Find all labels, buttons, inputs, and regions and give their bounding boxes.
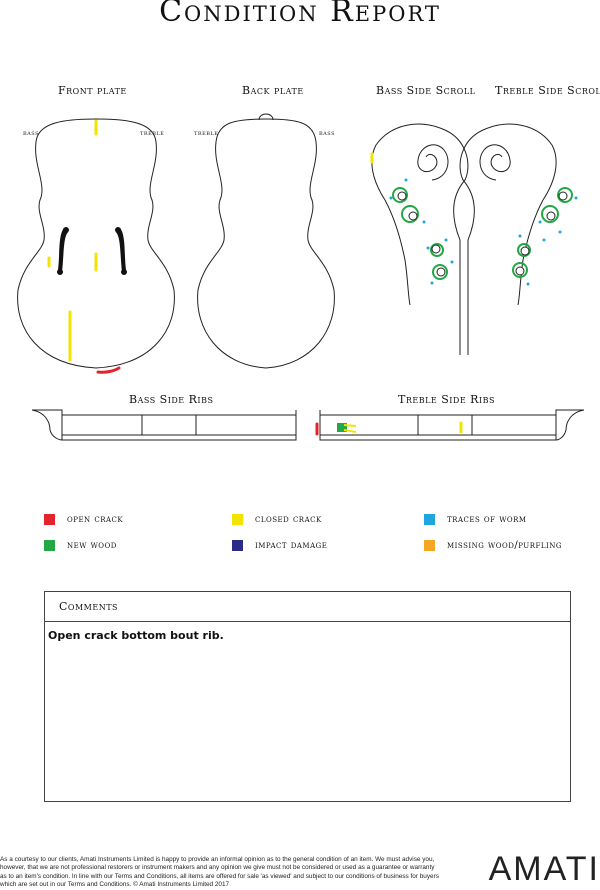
comments-heading: Comments (45, 592, 570, 622)
legend-new-wood: new wood (44, 540, 117, 551)
new-wood-mark (337, 423, 347, 432)
worm-trace-mark (526, 282, 530, 286)
new-wood-mark (557, 187, 573, 203)
f-hole-right-dot-bottom (121, 269, 127, 275)
worm-trace-mark (422, 220, 426, 224)
comments-box: Comments Open crack bottom bout rib. (44, 591, 571, 802)
new-wood-mark (430, 243, 444, 257)
bass-scroll-outline (371, 123, 469, 355)
worm-trace-mark (518, 234, 522, 238)
treble-ribs-outline (319, 409, 585, 441)
back-treble-label: treble (194, 129, 219, 137)
treble-scroll-label: Treble Side Scroll (495, 84, 600, 97)
closed-crack-mark (343, 424, 357, 427)
bass-scroll-label: Bass Side Scroll (376, 84, 476, 97)
front-bass-label: bass (23, 129, 40, 137)
worm-trace-mark (542, 238, 546, 242)
f-hole-left-dot-bottom (57, 269, 63, 275)
legend-label: missing wood/purfling (447, 540, 562, 551)
legend-impact-damage: impact damage (232, 540, 327, 551)
peg-hole (520, 246, 530, 256)
f-hole-left-dot-top (63, 227, 69, 233)
condition-drawings (17, 113, 585, 441)
front-plate-label: Front plate (58, 84, 127, 97)
peg-hole (431, 244, 441, 254)
worm-swatch (424, 514, 435, 525)
bass-ribs-outline (31, 409, 297, 441)
worm-trace-mark (538, 220, 542, 224)
peg-hole (546, 211, 556, 221)
disclaimer-text: As a courtesy to our clients, Amati Inst… (0, 856, 439, 889)
new-wood-mark (517, 243, 531, 257)
legend-label: new wood (67, 540, 117, 551)
new-wood-mark (432, 264, 448, 280)
comments-text: Open crack bottom bout rib. (48, 629, 224, 642)
new-wood-mark (541, 205, 559, 223)
impact-swatch (232, 540, 243, 551)
brand-logo: AMATI (488, 850, 600, 888)
peg-hole (397, 191, 407, 201)
legend-closed-crack: closed crack (232, 514, 322, 525)
front-treble-label: treble (140, 129, 165, 137)
closed-crack-swatch (232, 514, 243, 525)
legend-open-crack: open crack (44, 514, 123, 525)
peg-hole (515, 266, 525, 276)
bass-ribs-label: Bass Side Ribs (129, 393, 214, 406)
worm-trace-mark (404, 178, 408, 182)
new-wood-mark (392, 187, 408, 203)
f-hole-left (58, 228, 68, 272)
open-crack-swatch (44, 514, 55, 525)
front-plate-outline (17, 118, 175, 369)
new-wood-mark (401, 205, 419, 223)
back-button (258, 113, 274, 121)
treble-ribs-label: Treble Side Ribs (398, 393, 495, 406)
treble-scroll-outline (459, 123, 557, 355)
legend-traces-of-worm: traces of worm (424, 514, 527, 525)
back-plate-label: Back plate (242, 84, 304, 97)
new-wood-swatch (44, 540, 55, 551)
legend-label: traces of worm (447, 514, 527, 525)
worm-trace-mark (389, 196, 393, 200)
worm-trace-mark (450, 260, 454, 264)
back-bass-label: bass (319, 129, 336, 137)
worm-trace-mark (426, 246, 430, 250)
missing-wood-swatch (424, 540, 435, 551)
peg-hole (558, 191, 568, 201)
peg-hole (408, 211, 418, 221)
page-title: Condition Report (159, 0, 441, 29)
worm-trace-mark (444, 238, 448, 242)
legend-label: closed crack (255, 514, 322, 525)
legend-label: open crack (67, 514, 124, 525)
f-hole-right-dot-top (115, 227, 121, 233)
back-plate-outline (197, 118, 335, 369)
closed-crack-mark (343, 429, 357, 433)
peg-hole (436, 267, 446, 277)
legend-missing-wood: missing wood/purfling (424, 540, 562, 551)
new-wood-mark (512, 262, 528, 278)
worm-trace-mark (574, 196, 578, 200)
worm-trace-mark (558, 230, 562, 234)
open-crack-mark (96, 366, 121, 374)
worm-trace-mark (430, 281, 434, 285)
f-hole-right (116, 228, 126, 272)
legend-label: impact damage (255, 540, 328, 551)
